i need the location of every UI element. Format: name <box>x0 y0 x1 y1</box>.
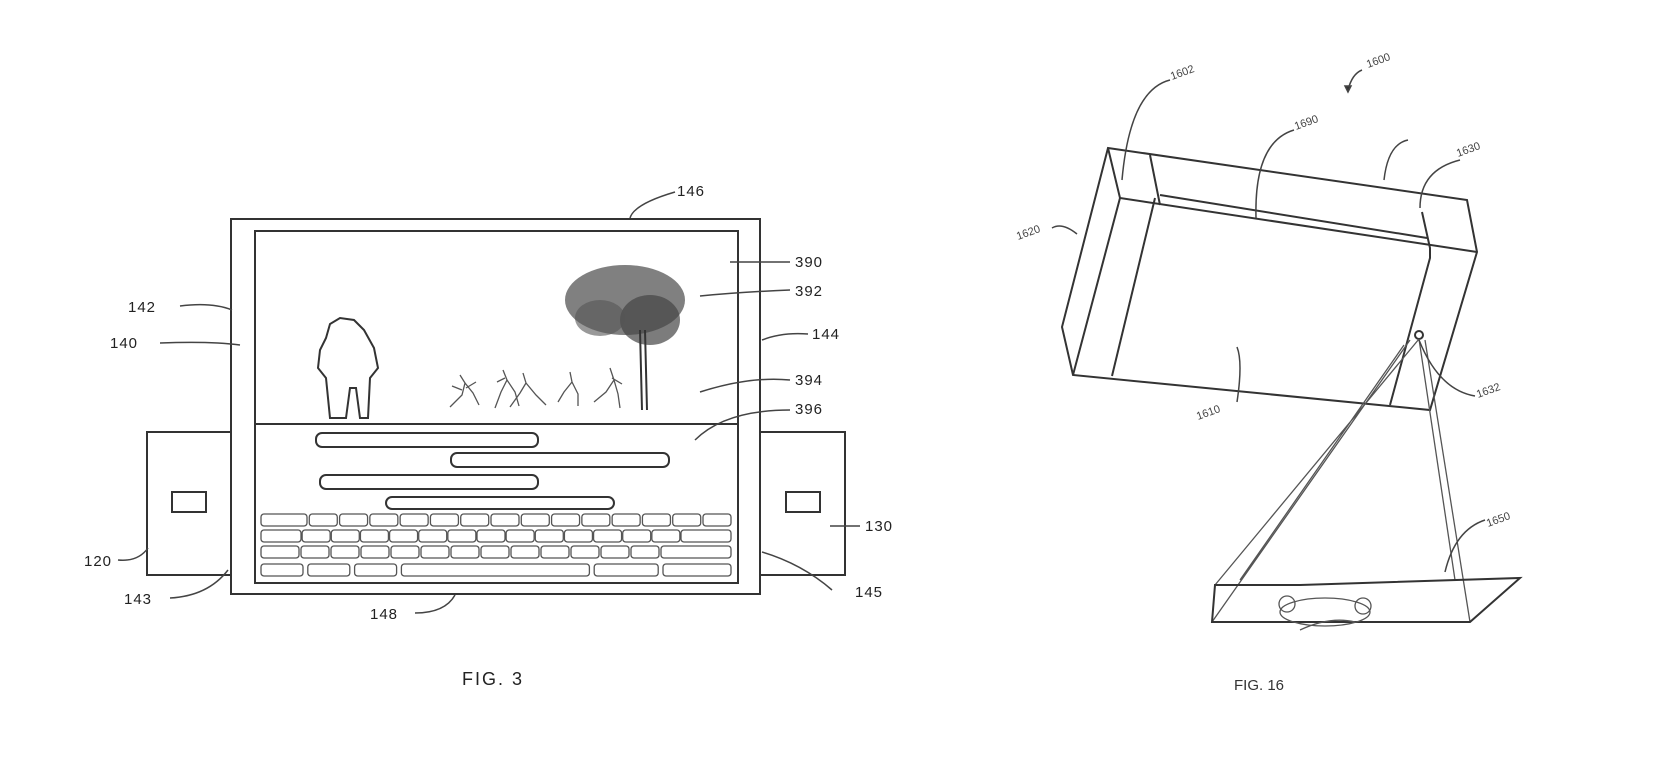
label-1650: 1650 <box>1485 510 1512 530</box>
keyboard-key <box>593 563 659 577</box>
label-1690: 1690 <box>1293 113 1320 133</box>
keyboard-key <box>400 563 591 577</box>
keyboard-key <box>308 513 338 527</box>
keyboard-key <box>672 513 702 527</box>
keyboard-key <box>641 513 672 527</box>
label-390: 390 <box>795 254 823 271</box>
keyboard-key <box>388 529 419 543</box>
keyboard-key <box>680 529 732 543</box>
label-1630: 1630 <box>1455 140 1482 160</box>
right-panel-button <box>785 491 821 513</box>
display-screen <box>254 230 739 584</box>
label-396: 396 <box>795 401 823 418</box>
keyboard-key <box>662 563 732 577</box>
label-1600: 1600 <box>1365 51 1392 71</box>
keyboard-key <box>534 529 564 543</box>
keyboard-key <box>369 513 399 527</box>
keyboard-key <box>399 513 429 527</box>
label-1602: 1602 <box>1169 63 1196 83</box>
camera-1632 <box>1414 330 1424 340</box>
keyboard-key <box>460 513 490 527</box>
keyboard-key <box>418 529 448 543</box>
label-394: 394 <box>795 372 823 389</box>
keyboard-key <box>550 513 581 527</box>
keyboard-key <box>600 545 630 559</box>
keyboard-key <box>611 513 641 527</box>
fig16-leader-lines <box>1051 69 1486 573</box>
label-142: 142 <box>128 299 156 316</box>
left-side-panel-120 <box>146 431 232 576</box>
label-1620: 1620 <box>1015 223 1042 243</box>
keyboard-key <box>360 545 390 559</box>
keyboard-key <box>330 545 360 559</box>
keyboard-key <box>510 545 540 559</box>
fig3-caption: FIG. 3 <box>462 669 524 689</box>
keyboard-key <box>429 513 460 527</box>
fig3-leader-lines <box>117 191 860 614</box>
keyboard-key <box>592 529 623 543</box>
keyboard-key <box>330 529 360 543</box>
keyboard-key <box>301 529 331 543</box>
fig16-caption: FIG. 16 <box>1234 677 1284 694</box>
keyboard-key <box>353 563 398 577</box>
keyboard-key <box>581 513 611 527</box>
projection-base-1650 <box>1210 576 1523 623</box>
keyboard-key <box>420 545 450 559</box>
label-146: 146 <box>677 183 705 200</box>
keyboard-key <box>651 529 681 543</box>
label-392: 392 <box>795 283 823 300</box>
projection-cone <box>1211 338 1471 623</box>
keyboard-key <box>260 545 300 559</box>
keyboard-key <box>490 513 520 527</box>
keyboard-key <box>260 513 308 527</box>
label-140: 140 <box>110 335 138 352</box>
keyboard-key <box>570 545 600 559</box>
keyboard-key <box>660 545 732 559</box>
keyboard-key <box>307 563 351 577</box>
label-144: 144 <box>812 326 840 343</box>
keyboard-key <box>300 545 330 559</box>
projector-box-1690 <box>1060 146 1479 412</box>
keyboard-key <box>447 529 477 543</box>
label-130: 130 <box>865 518 893 535</box>
keyboard-key <box>260 529 302 543</box>
label-1632: 1632 <box>1475 381 1502 401</box>
keyboard-key <box>622 529 652 543</box>
tree-392 <box>565 265 685 411</box>
label-148: 148 <box>370 606 398 623</box>
keyboard-key <box>520 513 550 527</box>
keyboard-key <box>338 513 369 527</box>
label-143: 143 <box>124 591 152 608</box>
message-bubbles <box>315 432 670 510</box>
keyboard-key <box>359 529 390 543</box>
fig3-drawing: 146 390 392 142 144 140 394 396 130 120 … <box>84 183 893 689</box>
label-1610: 1610 <box>1195 403 1222 423</box>
on-screen-keyboard-148 <box>260 513 732 577</box>
label-145: 145 <box>855 584 883 601</box>
keyboard-key <box>260 563 304 577</box>
label-120: 120 <box>84 553 112 570</box>
display-frame <box>230 218 761 595</box>
running-figures <box>449 367 623 409</box>
right-side-panel-130 <box>759 431 846 576</box>
keyboard-key <box>390 545 420 559</box>
keyboard-key <box>630 545 660 559</box>
person-silhouette <box>316 316 380 419</box>
left-panel-button <box>171 491 207 513</box>
keyboard-key <box>480 545 510 559</box>
keyboard-key <box>702 513 732 527</box>
keyboard-key <box>540 545 570 559</box>
car-image <box>1278 595 1372 631</box>
fig16-drawing: 1600 1602 1690 1630 1620 1610 1632 1650 … <box>1015 51 1523 694</box>
keyboard-key <box>450 545 480 559</box>
keyboard-key <box>563 529 594 543</box>
keyboard-key <box>505 529 535 543</box>
keyboard-key <box>476 529 506 543</box>
